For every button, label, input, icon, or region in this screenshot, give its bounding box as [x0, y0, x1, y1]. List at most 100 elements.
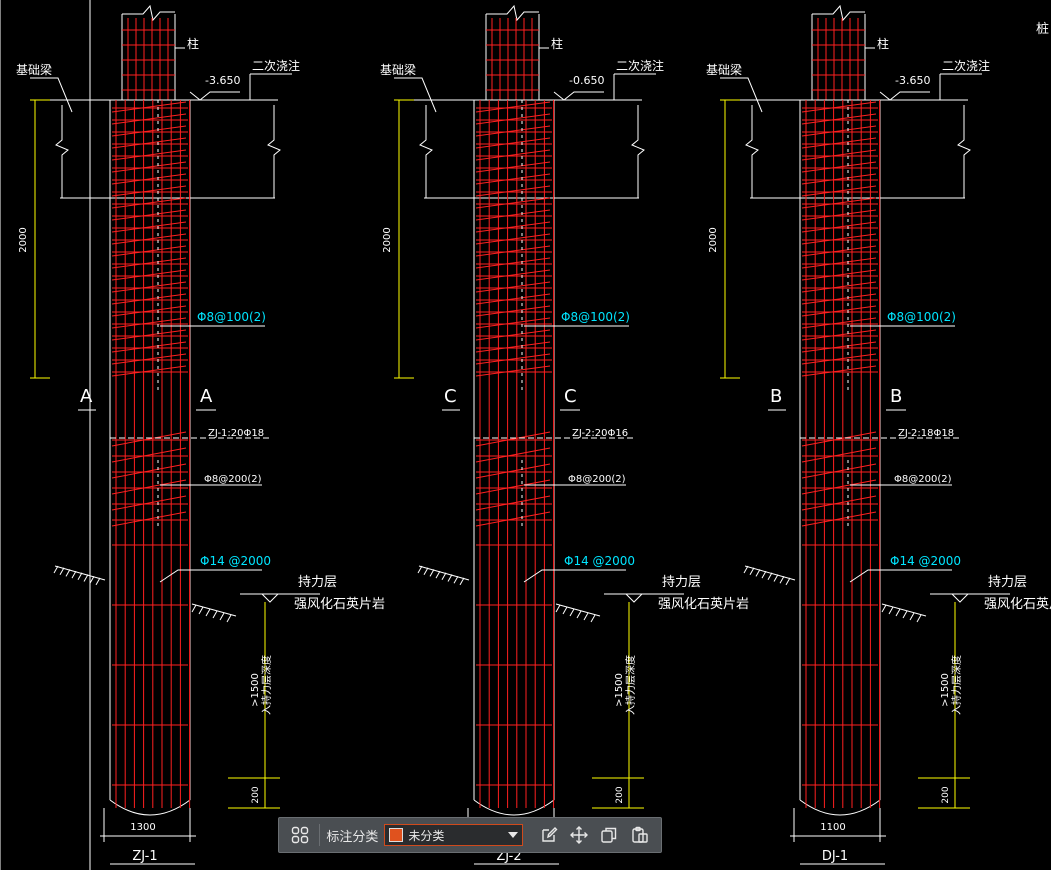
ring-bar-label: Φ14 @2000	[890, 554, 961, 568]
pile-stirrup-hook	[475, 365, 551, 377]
pile-bell-bottom	[109, 799, 191, 816]
stirrup-dense-label: Φ8@100(2)	[197, 310, 266, 324]
edit-icon[interactable]	[537, 823, 559, 847]
rock-line	[191, 603, 237, 617]
width-dim-text: 1100	[820, 822, 845, 833]
pile-stirrup-hook	[111, 479, 187, 495]
category-value: 未分类	[408, 828, 445, 843]
pile-stirrup-hook	[475, 185, 551, 197]
pile-stirrup-hook	[801, 479, 877, 495]
pile-stirrup-hook	[111, 173, 187, 185]
category-label: 标注分类	[326, 829, 379, 845]
elevation-marker	[879, 91, 930, 101]
pile-stirrup-hook	[111, 511, 187, 527]
beam-label: 基础梁	[16, 62, 52, 77]
bell-dim-text: 200	[615, 786, 625, 803]
beam-leader	[394, 77, 437, 113]
pile-stirrup-hook	[475, 233, 551, 245]
annotation-toolbar: 标注分类 未分类	[278, 817, 662, 853]
bell-dim-text: 200	[251, 786, 261, 803]
dim-2000-text: 2000	[18, 227, 29, 252]
rock-label: 强风化石英片岩	[658, 597, 749, 612]
rock-hatch	[583, 612, 589, 621]
pile-stirrup-hook	[111, 495, 187, 511]
ground-hatch	[423, 567, 429, 575]
beam-label: 基础梁	[706, 62, 742, 77]
pile-stirrup-hook	[801, 293, 877, 305]
pile-stirrup-hook	[801, 137, 877, 149]
pile-stirrup-hook	[111, 245, 187, 257]
pile-stirrup-hook	[111, 125, 187, 137]
pile-stirrup-hook	[801, 221, 877, 233]
ground-hatch	[453, 575, 459, 584]
rock-hatch	[576, 610, 582, 619]
embed-dim-text: >1500	[614, 673, 625, 707]
pile-stirrup-hook	[801, 209, 877, 221]
beam-break-line	[957, 105, 971, 198]
stirrup-dense-label: Φ8@100(2)	[561, 310, 630, 324]
pile-stirrup-hook	[111, 329, 187, 341]
beam-label: 基础梁	[380, 62, 416, 77]
pile-stirrup-hook	[475, 269, 551, 281]
bearing-layer-label: 持力层	[298, 575, 337, 590]
pile-stirrup-hook	[801, 281, 877, 293]
pile-stirrup-hook	[475, 353, 551, 365]
pile-stirrup-hook	[111, 431, 187, 447]
pile-stirrup-hook	[475, 293, 551, 305]
grid-icon[interactable]	[289, 823, 311, 847]
pile-stirrup-hook	[475, 463, 551, 479]
rock-hatch	[590, 614, 596, 623]
pile-stirrup-hook	[475, 137, 551, 149]
column-break-line	[122, 4, 175, 22]
pile-stirrup-hook	[111, 113, 187, 125]
elevation-marker	[189, 91, 240, 101]
ground-hatch	[447, 574, 453, 582]
pile-stirrup-hook	[111, 257, 187, 269]
beam-leader	[30, 77, 73, 113]
rock-hatch	[895, 608, 901, 617]
ground-hatch	[77, 572, 83, 581]
stirrup-dense-label: Φ8@100(2)	[887, 310, 956, 324]
ground-line	[744, 565, 796, 581]
pile-stirrup-hook	[475, 209, 551, 221]
column-break-line	[812, 4, 865, 22]
pile-stirrup-hook	[801, 101, 877, 113]
pile-stirrup-hook	[801, 353, 877, 365]
category-dropdown[interactable]: 未分类	[384, 824, 524, 846]
ground-hatch	[429, 569, 435, 577]
move-icon[interactable]	[568, 823, 590, 847]
pile-stirrup-hook	[111, 293, 187, 305]
pile-stirrup-hook	[475, 447, 551, 463]
rock-line	[881, 603, 927, 617]
pile-stirrup-hook	[801, 431, 877, 447]
ground-hatch	[767, 572, 773, 581]
ground-hatch	[65, 569, 71, 577]
section-mark-left: C	[444, 386, 457, 407]
pile-stirrup-hook	[801, 365, 877, 377]
pile-stirrup-hook	[801, 185, 877, 197]
pile-stirrup-hook	[475, 245, 551, 257]
rock-hatch	[205, 608, 211, 617]
copy-icon[interactable]	[598, 823, 620, 847]
paste-icon[interactable]	[629, 823, 651, 847]
ring-bar-label: Φ14 @2000	[564, 554, 635, 568]
main-bar-label: ZJ-2:20Φ16	[572, 428, 628, 439]
ground-hatch	[779, 575, 785, 584]
pile-stirrup-hook	[111, 341, 187, 353]
ground-hatch	[89, 575, 95, 584]
pile-stirrup-hook	[801, 161, 877, 173]
pile-stirrup-hook	[801, 341, 877, 353]
pile-stirrup-hook	[801, 305, 877, 317]
ring-bar-leader	[523, 569, 626, 583]
ground-hatch	[83, 574, 89, 582]
ground-hatch	[441, 572, 447, 581]
pile-name-label: DJ-1	[822, 849, 848, 864]
ground-hatch	[749, 567, 755, 575]
pile-stirrup-hook	[801, 269, 877, 281]
second-pour-label: 二次浇注	[616, 58, 664, 73]
pile-stirrup-hook	[801, 329, 877, 341]
pile-stirrup-hook	[111, 447, 187, 463]
pile-stirrup-hook	[801, 447, 877, 463]
